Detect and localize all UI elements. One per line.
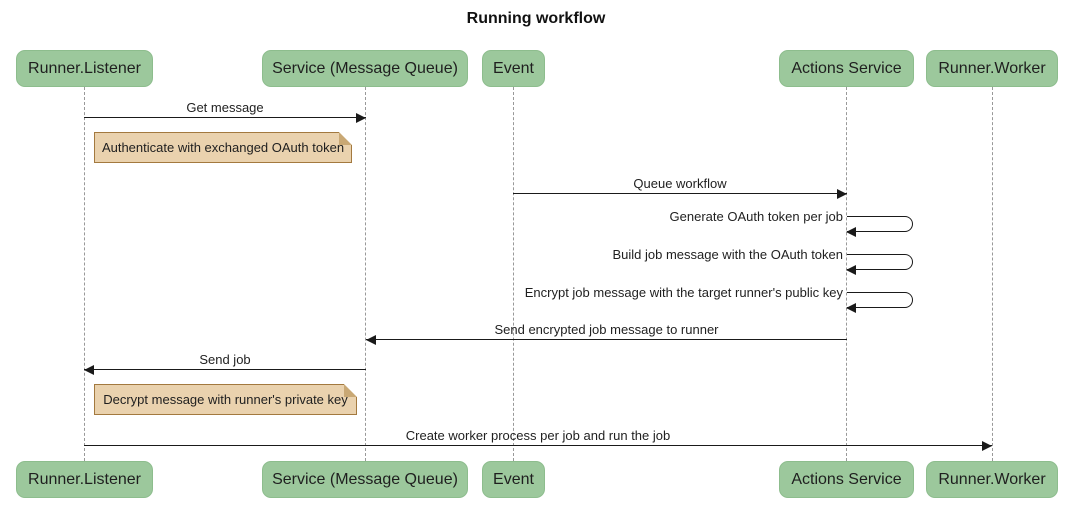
message-line [366, 339, 847, 340]
actor-bottom-event: Event [482, 461, 545, 498]
message-label: Get message [186, 100, 264, 115]
self-message-loop [846, 292, 913, 313]
message-create-worker-process: Create worker process per job and run th… [84, 426, 992, 451]
message-queue-workflow: Queue workflow [513, 174, 847, 199]
message-line [84, 445, 992, 446]
message-label: Send encrypted job message to runner [494, 322, 719, 337]
lifeline-event [513, 87, 514, 461]
actor-bottom-service-message-queue: Service (Message Queue) [262, 461, 468, 498]
diagram-title: Running workflow [466, 10, 606, 27]
arrowhead-left-icon [84, 365, 94, 375]
note-label: Authenticate with exchanged OAuth token [101, 140, 345, 155]
arrowhead-left-icon [366, 335, 376, 345]
arrowhead-right-icon [356, 113, 366, 123]
note-label: Decrypt message with runner's private ke… [103, 392, 348, 407]
note-authenticate-oauth: Authenticate with exchanged OAuth token [94, 132, 352, 163]
note-decrypt-message: Decrypt message with runner's private ke… [94, 384, 357, 415]
arrowhead-left-icon [846, 227, 856, 237]
actor-bottom-actions-service: Actions Service [779, 461, 914, 498]
lifeline-runner-listener [84, 87, 85, 461]
message-get-message: Get message [84, 98, 366, 123]
message-label: Create worker process per job and run th… [405, 428, 671, 443]
self-message-loop [846, 216, 913, 237]
actor-top-runner-worker: Runner.Worker [926, 50, 1058, 87]
arrowhead-left-icon [846, 265, 856, 275]
lifeline-service-message-queue [365, 87, 366, 461]
message-label: Send job [199, 352, 251, 367]
message-label: Queue workflow [633, 176, 727, 191]
note-fold-icon [344, 384, 357, 397]
actor-top-event: Event [482, 50, 545, 87]
arrowhead-right-icon [982, 441, 992, 451]
self-message-label-generate-oauth: Generate OAuth token per job [669, 209, 843, 224]
lifeline-runner-worker [992, 87, 993, 461]
self-message-label-encrypt-job-message: Encrypt job message with the target runn… [524, 285, 843, 300]
actor-bottom-runner-listener: Runner.Listener [16, 461, 153, 498]
self-message-loop [846, 254, 913, 275]
message-line [84, 369, 366, 370]
actor-bottom-runner-worker: Runner.Worker [926, 461, 1058, 498]
arrowhead-left-icon [846, 303, 856, 313]
arrowhead-right-icon [837, 189, 847, 199]
self-message-label-build-job-message: Build job message with the OAuth token [612, 247, 843, 262]
message-send-job: Send job [84, 350, 366, 375]
actor-top-service-message-queue: Service (Message Queue) [262, 50, 468, 87]
message-line [84, 117, 366, 118]
note-fold-icon [339, 132, 352, 145]
message-send-encrypted-job: Send encrypted job message to runner [366, 320, 847, 345]
actor-top-runner-listener: Runner.Listener [16, 50, 153, 87]
actor-top-actions-service: Actions Service [779, 50, 914, 87]
message-line [513, 193, 847, 194]
